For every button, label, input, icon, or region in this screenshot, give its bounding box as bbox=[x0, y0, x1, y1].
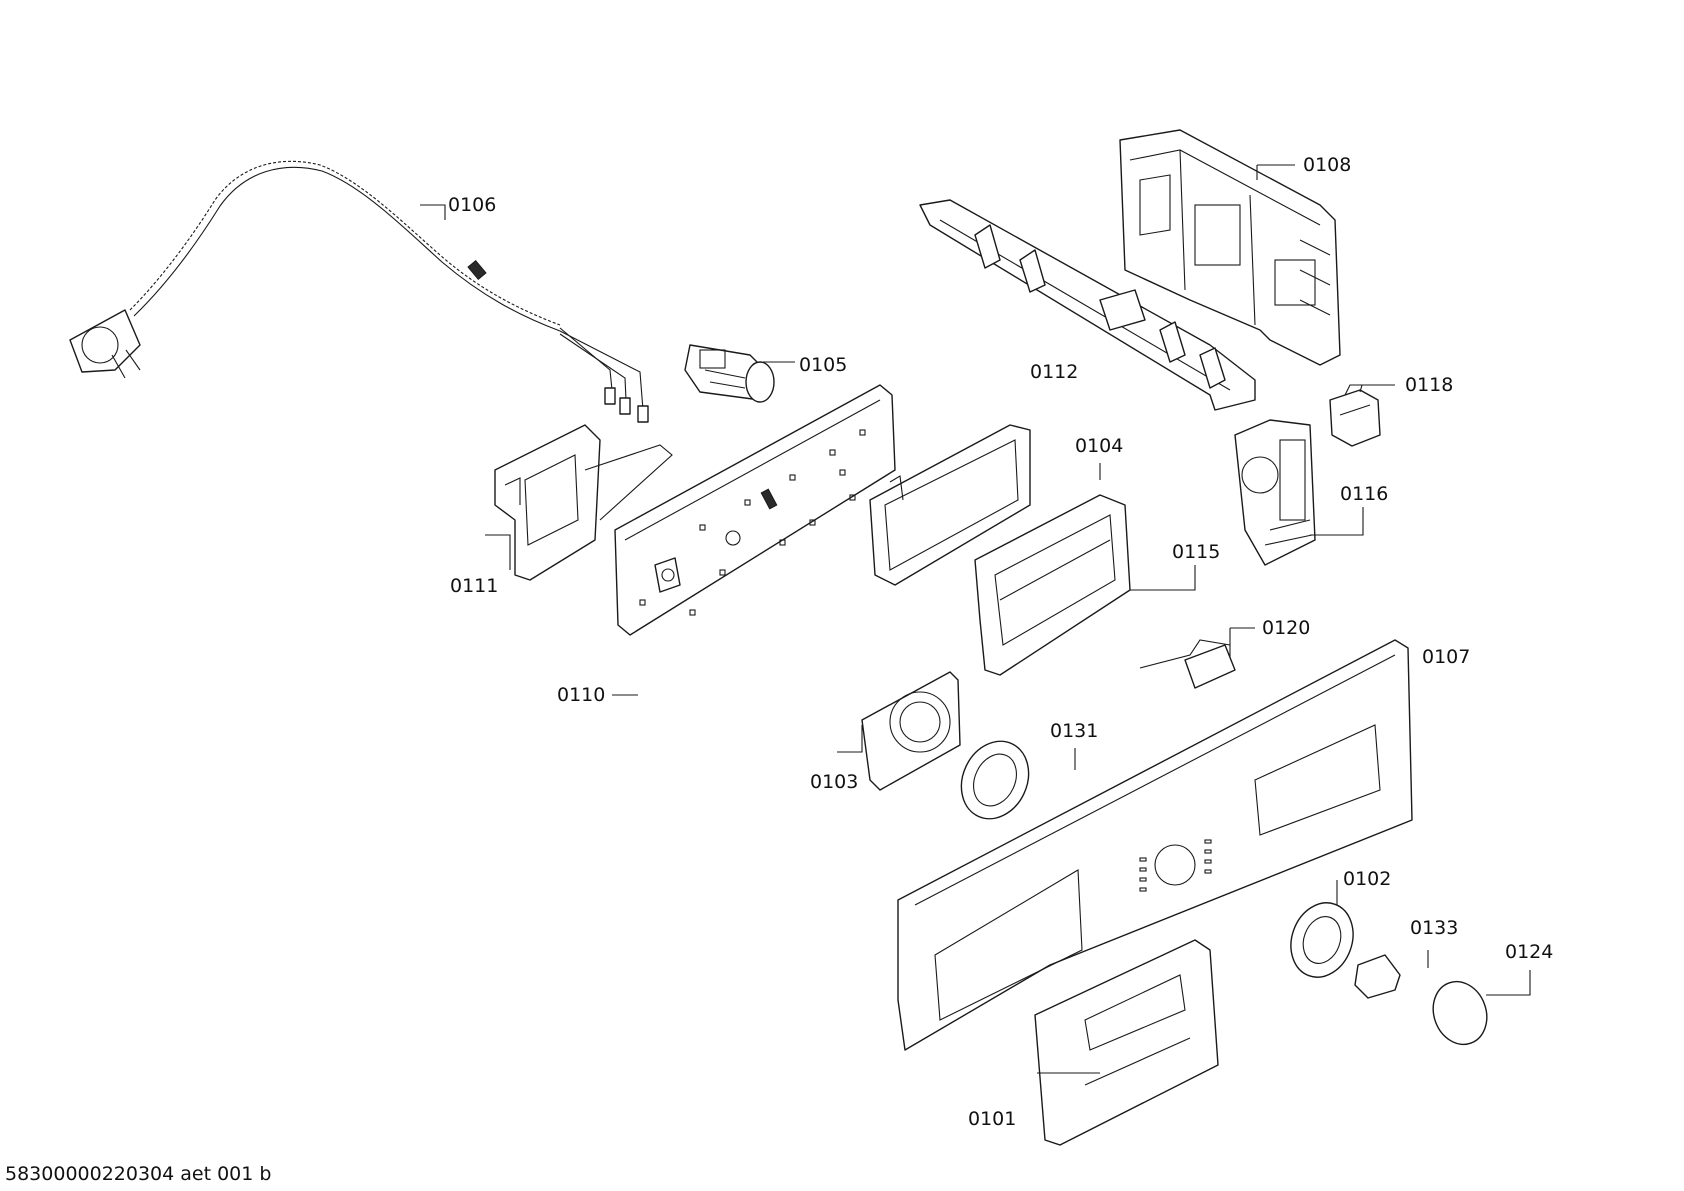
callout-0115: 0115 bbox=[1172, 541, 1220, 563]
control-module-0108 bbox=[1119, 129, 1341, 366]
suppressor-0105 bbox=[684, 344, 775, 403]
part-0118 bbox=[1329, 384, 1381, 447]
knob-holder-0103 bbox=[861, 671, 961, 791]
callout-0116: 0116 bbox=[1340, 483, 1388, 505]
callout-0120: 0120 bbox=[1262, 617, 1310, 639]
callout-0103: 0103 bbox=[810, 771, 858, 793]
callout-0108: 0108 bbox=[1303, 154, 1351, 176]
display-window-0104 bbox=[869, 424, 1031, 586]
callout-0105: 0105 bbox=[799, 354, 847, 376]
ring-0131 bbox=[960, 740, 1030, 820]
leader-lines bbox=[420, 164, 1531, 1074]
cap-0124 bbox=[1432, 980, 1488, 1046]
sensor-0120 bbox=[1139, 639, 1236, 689]
shaft-0133 bbox=[1354, 954, 1401, 999]
callout-0133: 0133 bbox=[1410, 917, 1458, 939]
control-panel-0107 bbox=[897, 639, 1413, 1051]
holder-rail-0112 bbox=[919, 199, 1256, 411]
power-cord-0106 bbox=[69, 160, 649, 423]
bracket-0116 bbox=[1234, 419, 1316, 566]
callout-0118: 0118 bbox=[1405, 374, 1453, 396]
document-id: 58300000220304 aet 001 b bbox=[5, 1163, 271, 1185]
knob-0102 bbox=[1290, 902, 1354, 978]
callout-0106: 0106 bbox=[448, 194, 496, 216]
callout-0101: 0101 bbox=[968, 1108, 1016, 1130]
door-0101 bbox=[1034, 939, 1219, 1146]
callout-0124: 0124 bbox=[1505, 941, 1553, 963]
callout-0102: 0102 bbox=[1343, 868, 1391, 890]
callout-0107: 0107 bbox=[1422, 646, 1470, 668]
callout-0111: 0111 bbox=[450, 575, 498, 597]
holder-0111 bbox=[494, 424, 673, 581]
pcb-0110 bbox=[614, 384, 896, 636]
display-frame-0115 bbox=[974, 494, 1131, 676]
callout-0131: 0131 bbox=[1050, 720, 1098, 742]
callout-0110: 0110 bbox=[557, 684, 605, 706]
callout-0104: 0104 bbox=[1075, 435, 1123, 457]
callout-0112: 0112 bbox=[1030, 361, 1078, 383]
